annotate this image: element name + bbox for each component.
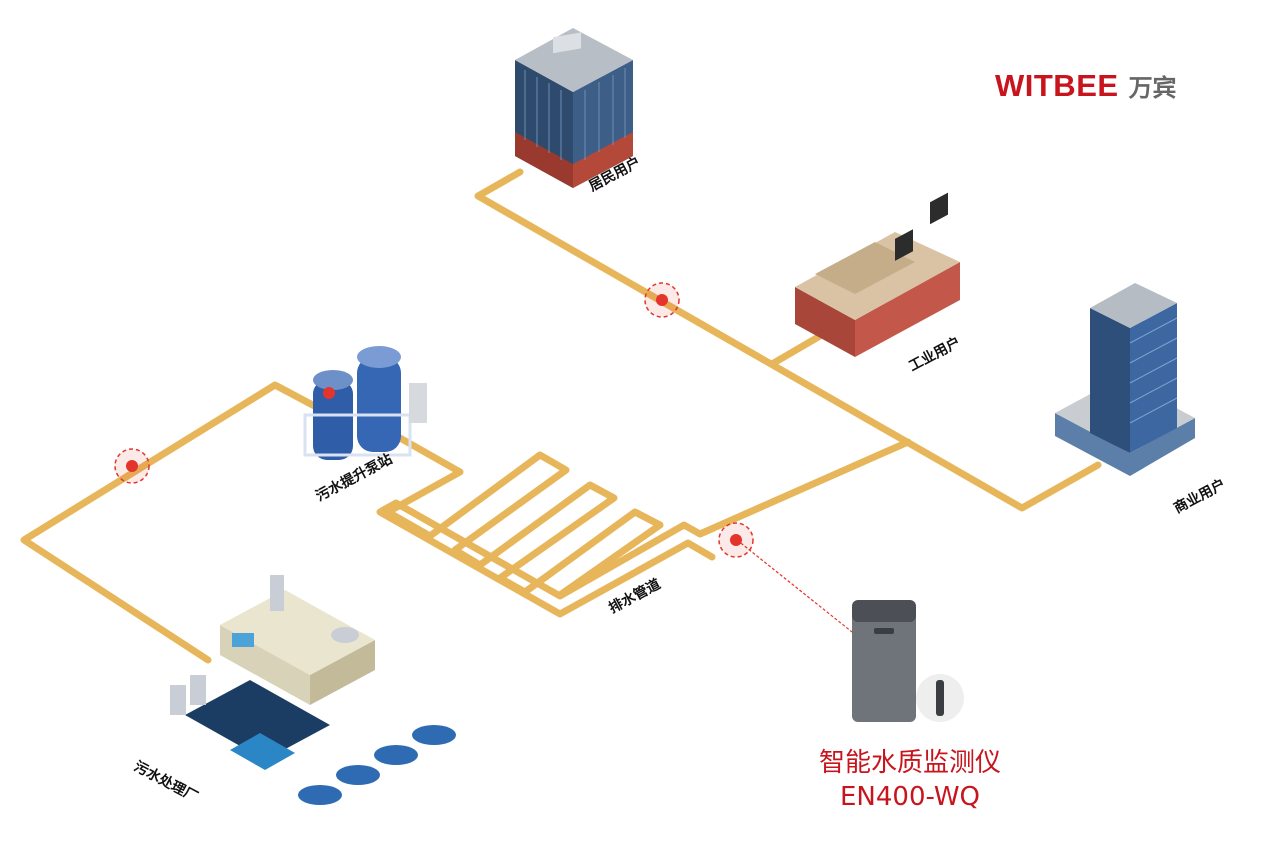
sensor-markers xyxy=(114,282,754,558)
pipe-main-lower xyxy=(20,381,326,664)
pipe-serpentine xyxy=(384,434,664,599)
pipe-branch-industrial xyxy=(768,332,824,368)
residential-building-icon xyxy=(515,28,633,188)
device-pointer-line xyxy=(736,539,853,633)
water-quality-monitor-icon xyxy=(852,600,916,722)
factory-building-icon xyxy=(795,192,960,357)
treatment-plant-icon xyxy=(170,575,456,805)
brand-name-en: WITBEE xyxy=(995,68,1119,103)
probe-sensor-icon xyxy=(916,674,964,722)
brand-name-cn: 万宾 xyxy=(1128,74,1177,102)
device-model: EN400-WQ xyxy=(839,782,980,812)
pipe-branch-junction xyxy=(376,438,912,618)
sensor-dot-2 xyxy=(656,294,668,306)
pipe-main-upper xyxy=(474,168,1102,512)
brand-logo: WITBEE 万宾 xyxy=(995,68,1177,104)
commercial-tower-icon xyxy=(1055,283,1195,476)
device-caption: 智能水质监测仪 EN400-WQ xyxy=(770,746,1050,814)
pump-station-icon xyxy=(303,346,427,460)
pipe-network xyxy=(20,168,1102,664)
device-name: 智能水质监测仪 xyxy=(818,748,1001,778)
sensor-dot-1 xyxy=(126,460,138,472)
sensor-dot-3 xyxy=(730,534,742,546)
